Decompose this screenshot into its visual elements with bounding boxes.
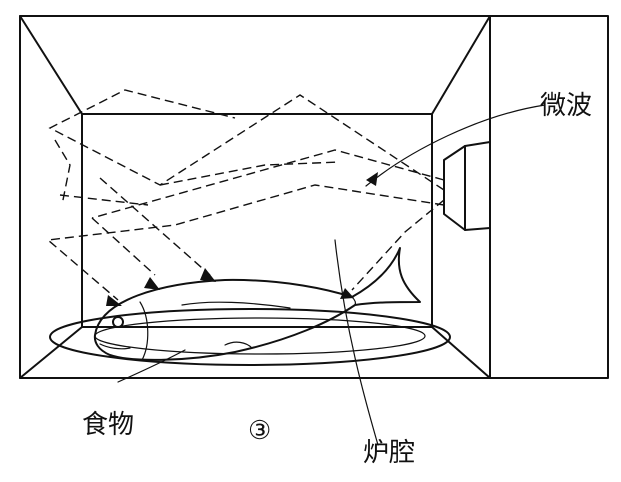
label-cavity: 炉腔	[363, 438, 416, 468]
leader-lines	[117, 104, 546, 446]
microwave-paths	[46, 89, 445, 301]
label-food: 食物	[82, 410, 135, 440]
label-microwave: 微波	[540, 91, 593, 121]
magnetron-waveguide	[443, 141, 491, 231]
oven-cavity	[19, 15, 491, 379]
wave-arrowheads	[106, 172, 378, 306]
plate	[49, 308, 451, 366]
oven-outer-frame	[19, 15, 609, 379]
figure-number: ③	[248, 416, 272, 446]
fish	[93, 247, 421, 361]
